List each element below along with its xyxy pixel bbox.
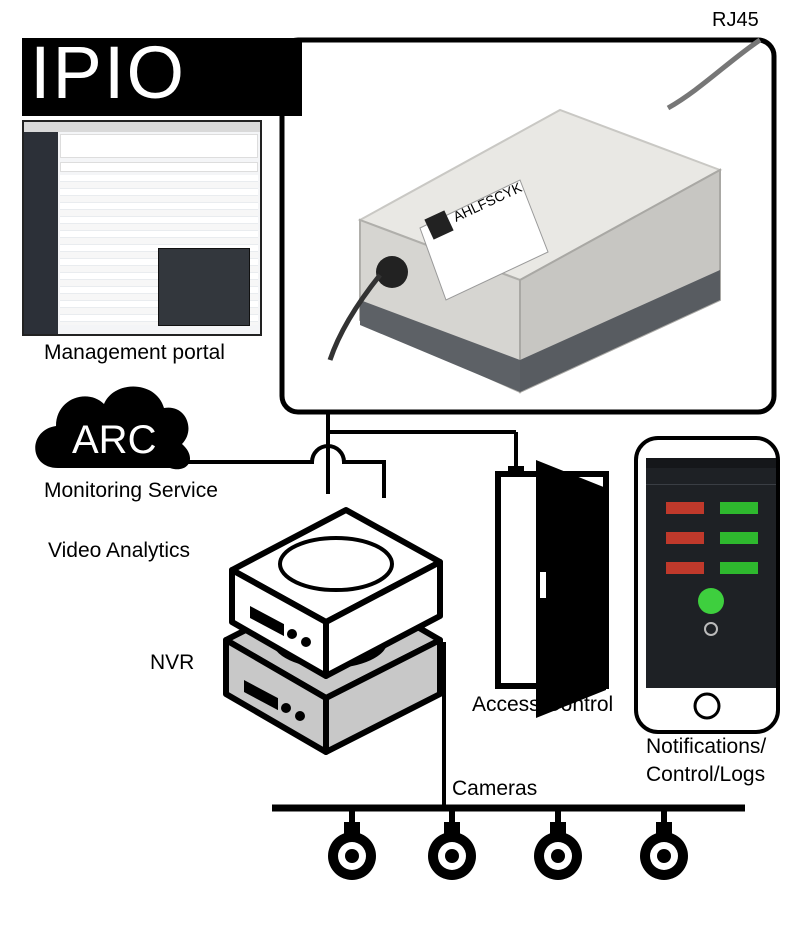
portal-popup (158, 248, 250, 326)
camera-bus (272, 804, 745, 830)
app-button-red (666, 502, 704, 514)
management-portal-label: Management portal (44, 341, 225, 364)
camera-icon (534, 822, 582, 880)
control-logs-label: Control/Logs (646, 763, 766, 786)
nvr-label: NVR (150, 651, 195, 674)
video-analytics-label: Video Analytics (48, 539, 191, 562)
app-button-green (720, 562, 758, 574)
portal-sidebar (24, 132, 58, 334)
camera-icon (428, 822, 476, 880)
device-label-sticker (419, 179, 549, 301)
app-button-green (720, 502, 758, 514)
ipio-logo-text: IPIO (30, 31, 187, 114)
rj45-cable (666, 37, 762, 111)
status-indicator (698, 588, 724, 614)
camera-icon (328, 822, 376, 880)
notifications-label: Notifications/ (646, 735, 767, 758)
camera-icon (640, 822, 688, 880)
app-button-red (666, 562, 704, 574)
app-button-red (666, 532, 704, 544)
app-button-green (720, 532, 758, 544)
monitoring-service-label: Monitoring Service (44, 479, 218, 502)
rj45-label: RJ45 (712, 9, 759, 31)
phone-home-button (693, 692, 721, 720)
cloud-icon (35, 386, 191, 470)
access-control-label: Access Control (472, 693, 614, 716)
ipio-logo (22, 38, 302, 116)
browser-chrome (24, 122, 260, 132)
door-icon (495, 460, 609, 718)
connection-lines (180, 412, 524, 810)
cameras-label: Cameras (452, 777, 538, 800)
ipio-device (327, 108, 723, 394)
arc-label: ARC (72, 418, 157, 462)
phone-screen (646, 458, 776, 688)
management-portal-screenshot (22, 120, 262, 336)
video-analytics-icon (229, 507, 443, 679)
input-indicator (704, 622, 718, 636)
